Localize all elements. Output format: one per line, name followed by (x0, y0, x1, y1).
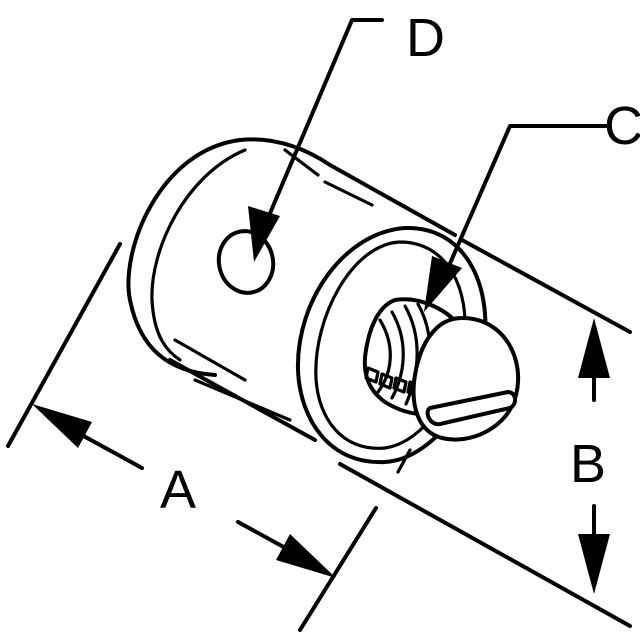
dimension-a-label: A (160, 460, 196, 520)
connector-body (126, 137, 457, 442)
extension-lines (6, 238, 632, 632)
label-c: C (604, 96, 640, 156)
dimension-a-arrow-left (32, 404, 92, 448)
side-hole (216, 229, 276, 295)
leader-c: C (424, 96, 640, 312)
leader-c-arrow (424, 256, 462, 312)
dimension-b-label: B (570, 434, 606, 494)
front-face-rim (314, 240, 467, 450)
dimension-b-arrow-down (578, 534, 610, 594)
dimension-a: A (32, 404, 336, 578)
dimension-a-arrow-right (276, 534, 336, 578)
dimension-b: B (570, 318, 610, 594)
label-d: D (406, 8, 445, 68)
set-screw (362, 297, 521, 474)
dimension-b-arrow-up (578, 318, 610, 378)
leader-d-arrow (248, 206, 280, 262)
leader-d: D (248, 8, 445, 262)
